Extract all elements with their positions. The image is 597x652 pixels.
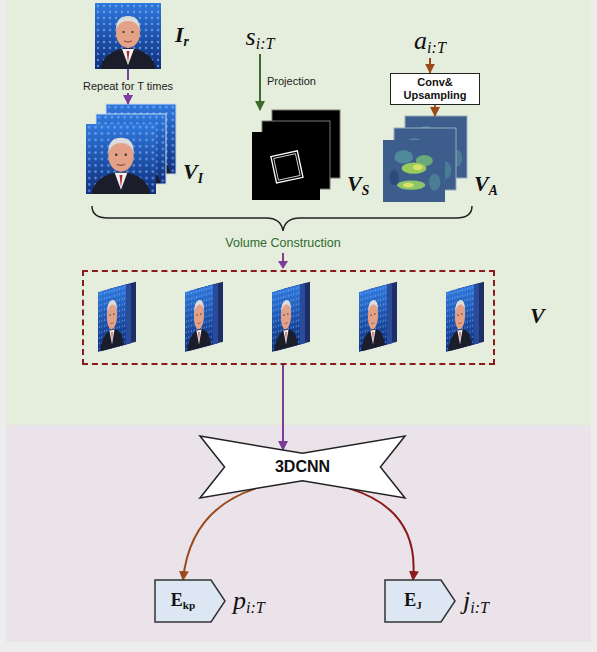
brace bbox=[92, 206, 472, 231]
shape-volume bbox=[252, 110, 340, 200]
box-label: Conv& Upsampling bbox=[395, 76, 475, 102]
image-volume bbox=[86, 104, 176, 194]
edge-label: Projection bbox=[265, 75, 318, 88]
connector-arrow bbox=[282, 365, 284, 450]
brace-arrow bbox=[278, 253, 288, 269]
volume-label: VS bbox=[347, 172, 369, 196]
connector-arrow bbox=[350, 489, 414, 580]
volume-label: VI bbox=[183, 160, 203, 184]
outline-shape bbox=[385, 580, 455, 622]
input-symbol: ai:T bbox=[408, 24, 452, 58]
connector-arrow bbox=[434, 105, 436, 116]
block-label: EJ bbox=[404, 591, 422, 611]
volume-group: V bbox=[82, 270, 495, 365]
bottom-band bbox=[6, 425, 591, 642]
group-caption: Volume Construction bbox=[225, 236, 340, 251]
outline-shape bbox=[200, 436, 405, 498]
network-block: 3DCNN bbox=[200, 436, 405, 498]
input-symbol: si:T bbox=[238, 20, 282, 54]
image-volume-node: VI bbox=[86, 104, 178, 196]
head-block: EJji:T bbox=[385, 580, 455, 622]
math-symbol: ai:T bbox=[414, 27, 446, 56]
shape-volume-node: VS bbox=[252, 110, 340, 200]
reference-image bbox=[95, 3, 161, 69]
connector-arrow bbox=[183, 489, 255, 580]
block-label: Ekp bbox=[171, 591, 195, 611]
volume-frames bbox=[98, 282, 484, 352]
audio-volume-node: VA bbox=[383, 116, 467, 202]
volume-label: V bbox=[530, 304, 545, 328]
connector-arrow bbox=[429, 58, 431, 73]
outline-shape bbox=[155, 580, 225, 622]
output-symbol: pi:T bbox=[233, 587, 265, 616]
volume-label: VA bbox=[474, 172, 498, 196]
top-band bbox=[6, 0, 591, 425]
math-symbol: si:T bbox=[246, 23, 275, 52]
block-label: 3DCNN bbox=[275, 458, 330, 476]
audio-volume bbox=[383, 116, 467, 202]
connector-arrow bbox=[259, 54, 261, 110]
head-block: Ekppi:T bbox=[155, 580, 225, 622]
reference-image-node: Ir bbox=[95, 3, 161, 69]
image-label: Ir bbox=[175, 23, 189, 47]
process-box: Conv& Upsampling bbox=[390, 73, 480, 105]
edge-label: Repeat for T times bbox=[81, 80, 175, 93]
output-symbol: ji:T bbox=[463, 587, 489, 616]
